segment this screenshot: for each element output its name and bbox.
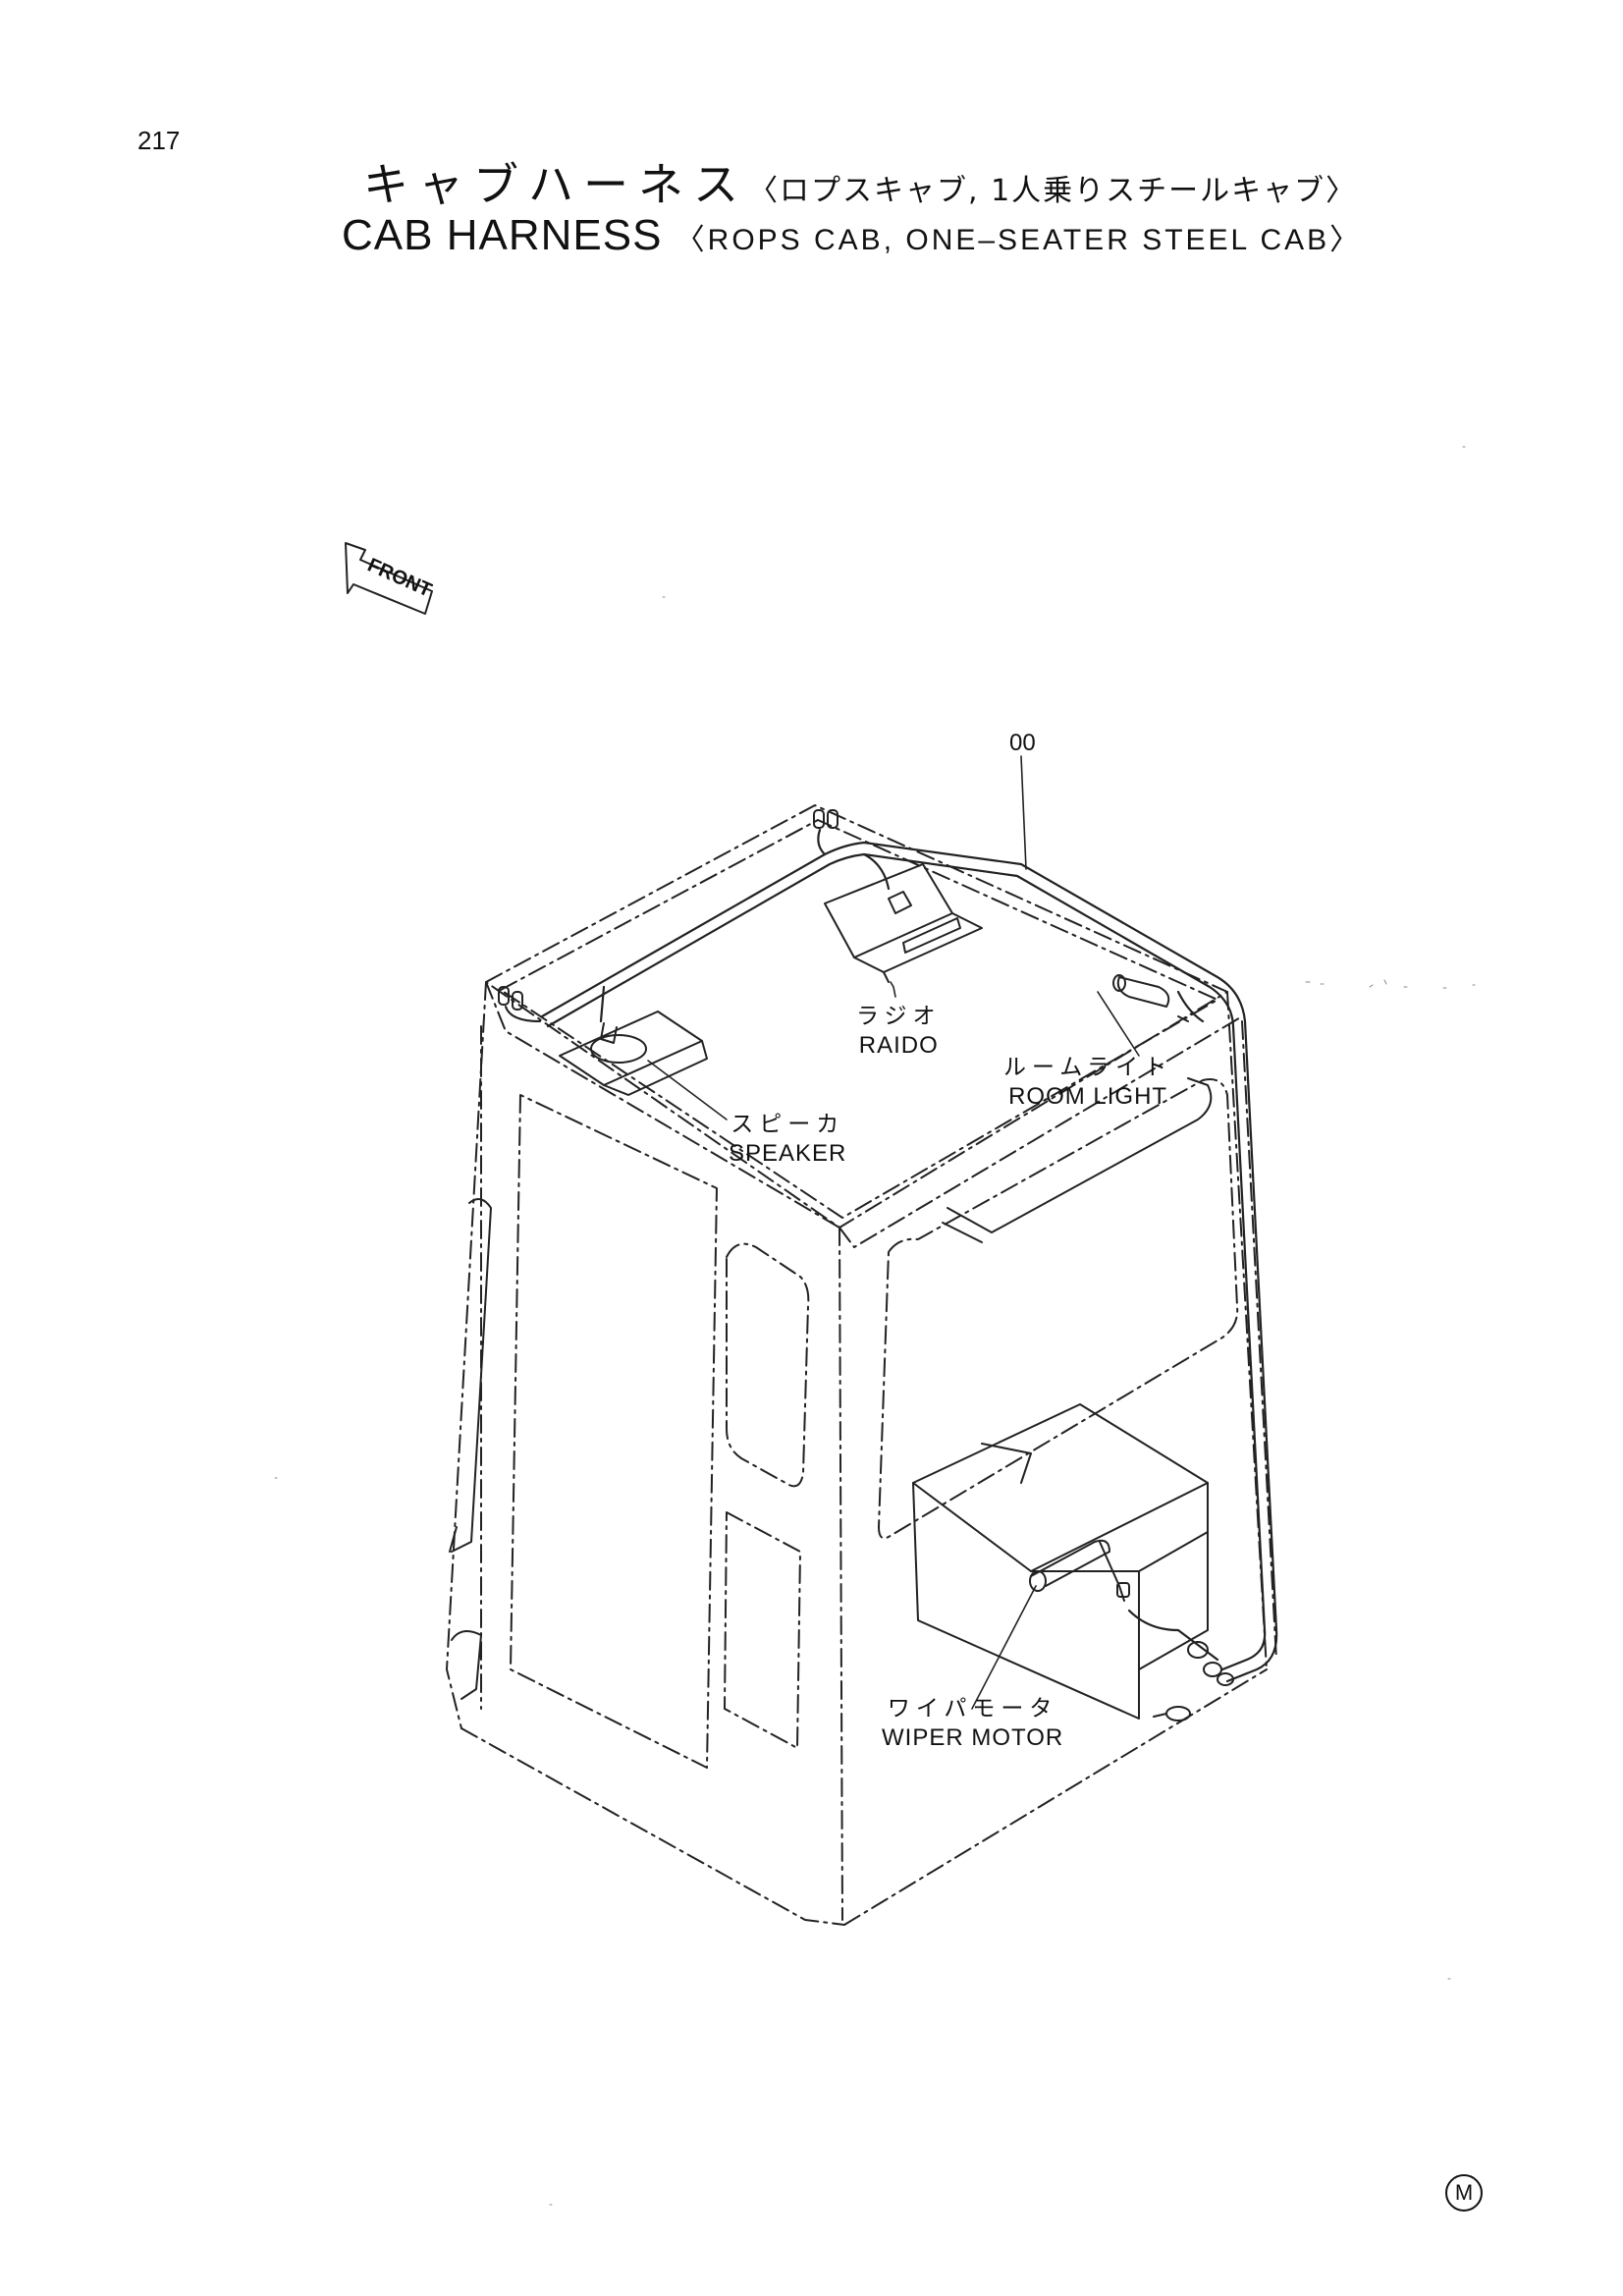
title-english: CAB HARNESS 〈ROPS CAB, ONE–SEATER STEEL … bbox=[342, 211, 1362, 260]
title-en-sub: 〈ROPS CAB, ONE–SEATER STEEL CAB〉 bbox=[675, 224, 1363, 256]
callout-room-light: ルームライト ROOM LIGHT bbox=[1003, 1053, 1172, 1112]
radio-label-en: RAIDO bbox=[858, 1032, 939, 1059]
terminal-cluster bbox=[1153, 1641, 1234, 1722]
speaker-unit bbox=[559, 1011, 708, 1096]
connector-top-left bbox=[498, 809, 839, 1022]
front-arrow-icon: FRONT bbox=[345, 542, 435, 615]
leader-part-00 bbox=[1020, 755, 1027, 870]
leader-speaker bbox=[647, 1060, 728, 1121]
callout-speaker: スピーカ SPEAKER bbox=[729, 1110, 846, 1169]
title-japanese: キャブハーネス〈ロプスキャブ, 1人乗りスチールキャブ〉 bbox=[363, 149, 1357, 214]
leader-room-light bbox=[1097, 991, 1140, 1057]
front-label: FRONT bbox=[364, 554, 435, 601]
handrail-left bbox=[449, 1198, 492, 1700]
wiper-motor-label-en: WIPER MOTOR bbox=[882, 1724, 1064, 1751]
cab-outline bbox=[446, 804, 1277, 1926]
callout-radio: ラジオ RAIDO bbox=[856, 1002, 942, 1061]
speaker-label-en: SPEAKER bbox=[729, 1140, 847, 1167]
room-light-label-jp: ルームライト bbox=[1003, 1055, 1173, 1080]
leader-radio bbox=[890, 981, 896, 998]
title-en-main: CAB HARNESS bbox=[342, 211, 663, 259]
leader-lines bbox=[647, 755, 1140, 1710]
radio-label-jp: ラジオ bbox=[856, 1004, 942, 1029]
handrail-roof bbox=[942, 1077, 1213, 1243]
leader-wiper-motor bbox=[971, 1585, 1037, 1710]
harness-wire bbox=[540, 828, 1278, 1683]
speaker-label-jp: スピーカ bbox=[730, 1112, 845, 1137]
radio-unit bbox=[824, 863, 983, 983]
title-jp-sub: 〈ロプスキャブ, 1人乗りスチールキャブ〉 bbox=[748, 174, 1358, 208]
page-number: 217 bbox=[137, 126, 181, 155]
title-jp-main: キャブハーネス bbox=[363, 158, 748, 211]
wiper-motor-box bbox=[912, 1403, 1209, 1720]
wiper-motor-label-jp: ワイパモータ bbox=[887, 1696, 1058, 1722]
callout-wiper-motor: ワイパモータ WIPER MOTOR bbox=[882, 1694, 1063, 1753]
part-number-label: 00 bbox=[1009, 730, 1036, 756]
print-specks bbox=[274, 446, 1476, 2206]
room-light-unit bbox=[1112, 974, 1189, 1022]
room-light-label-en: ROOM LIGHT bbox=[1008, 1083, 1168, 1110]
maker-mark-icon: M bbox=[1445, 2174, 1483, 2212]
